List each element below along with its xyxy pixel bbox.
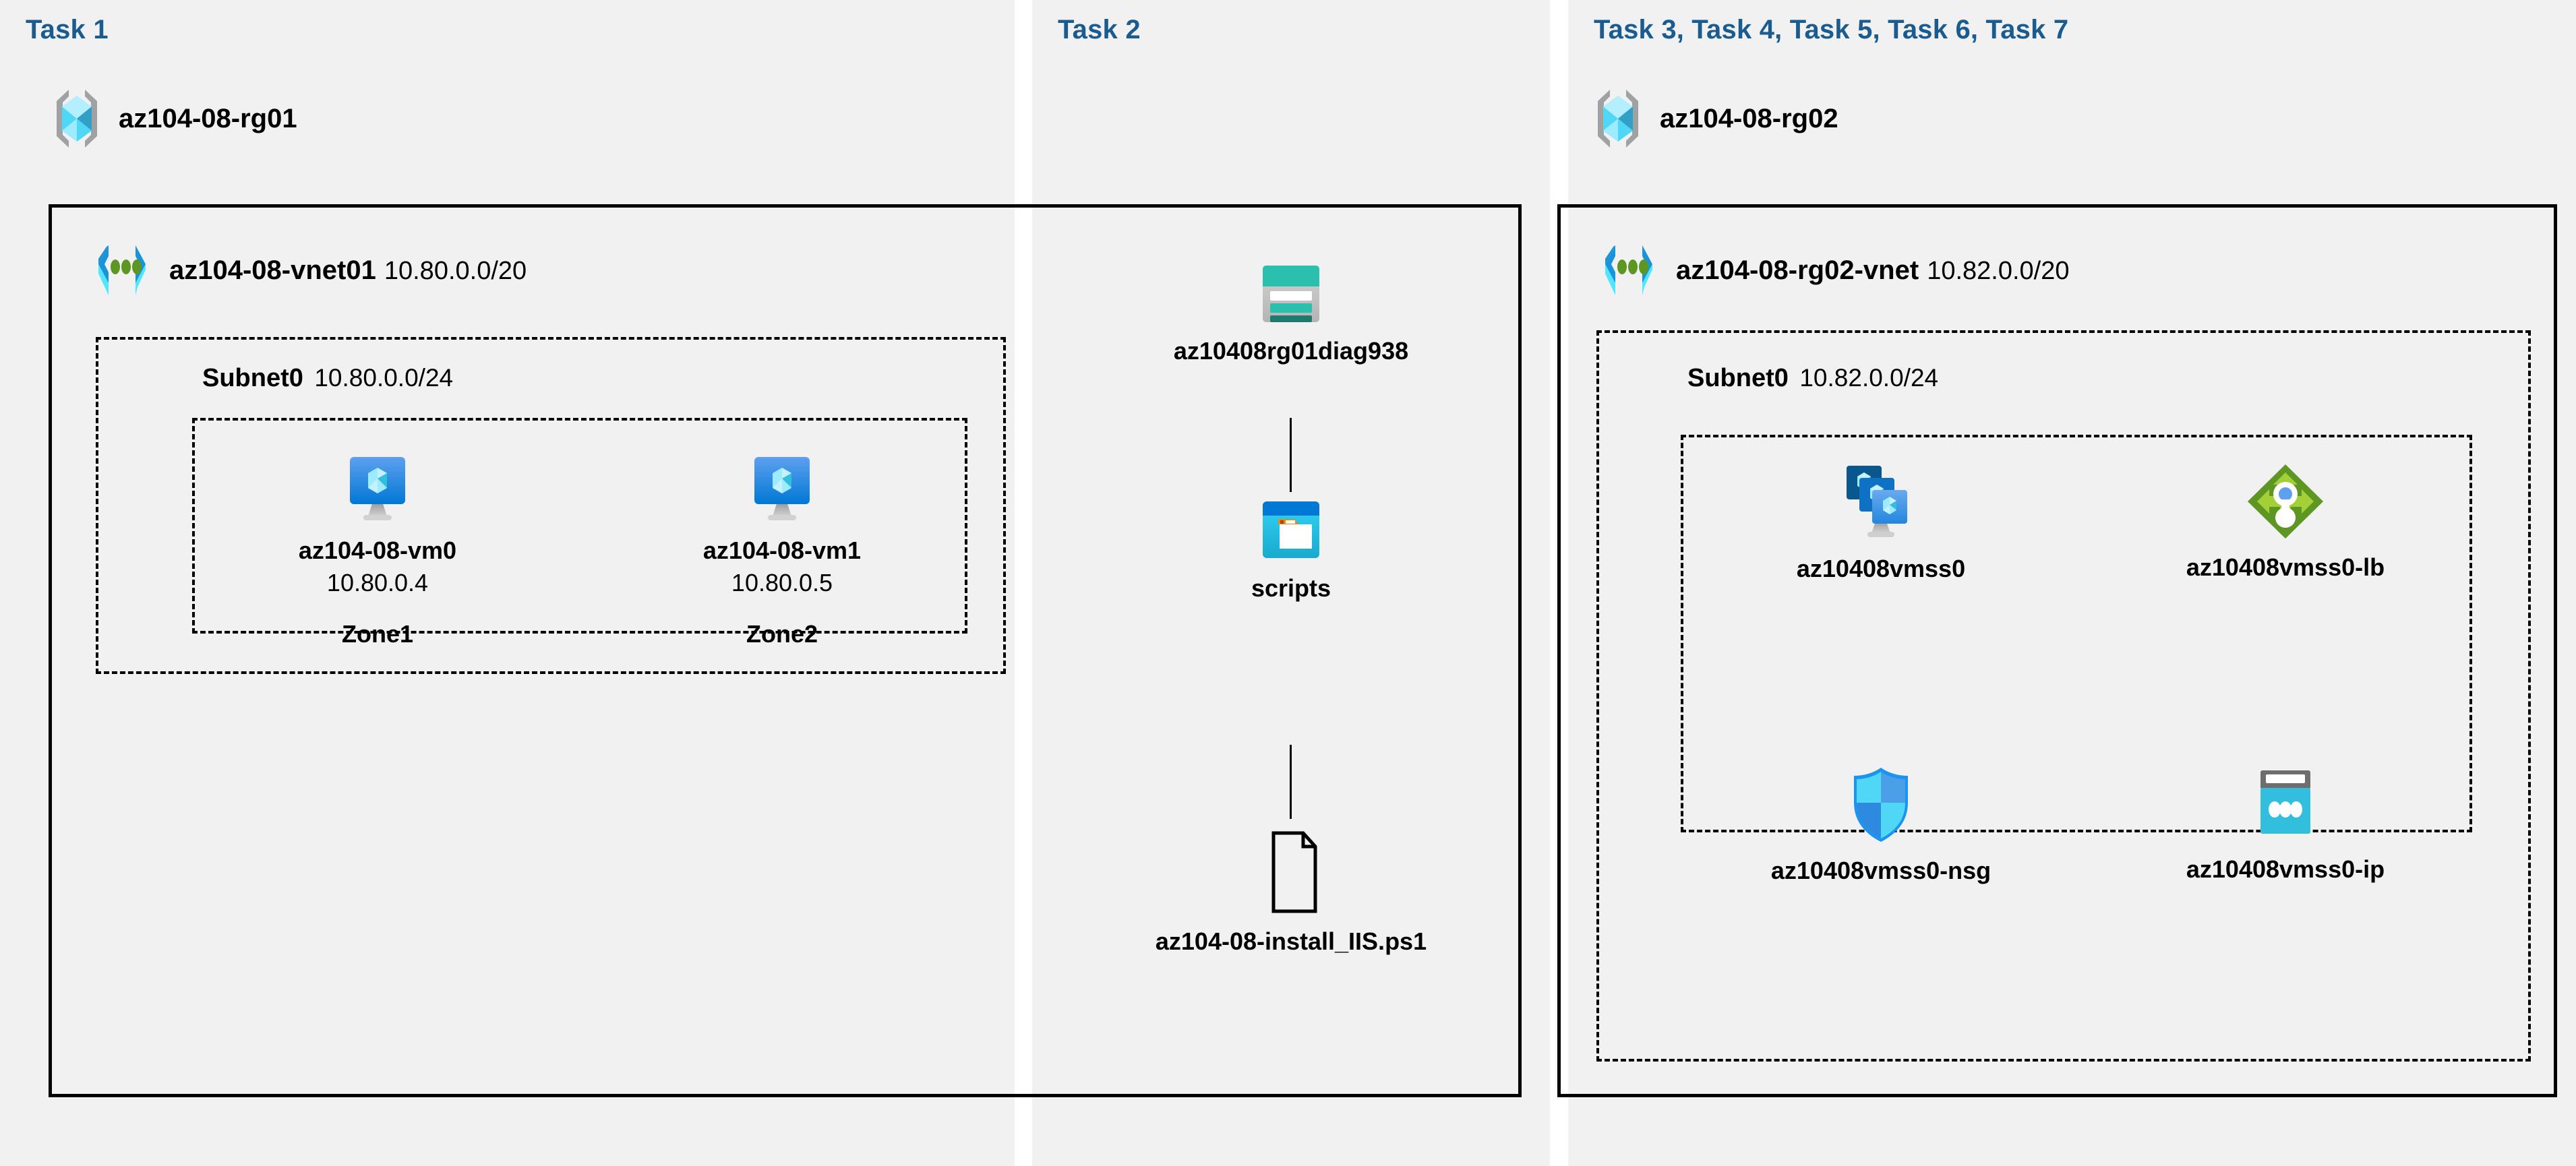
subnet-header-vnet01: Subnet0 10.80.0.0/24 bbox=[202, 364, 453, 393]
vnet-name: az104-08-vnet01 bbox=[169, 255, 376, 285]
panel-task2 bbox=[1032, 0, 1550, 1166]
resource-group-rg02[interactable]: az104-08-rg02 bbox=[1594, 88, 1838, 150]
virtual-machine-icon bbox=[746, 453, 818, 524]
storage-account-node[interactable]: az10408rg01diag938 bbox=[1173, 263, 1409, 365]
script-file-node[interactable]: az104-08-install_IIS.ps1 bbox=[1146, 829, 1436, 956]
storage-account-label: az10408rg01diag938 bbox=[1173, 337, 1409, 365]
vnet-boundary-vnet01 bbox=[49, 204, 1522, 1097]
vnet-header-vnet01[interactable]: az104-08-vnet01 10.80.0.0/20 bbox=[91, 243, 527, 298]
task-label-1: Task 1 bbox=[26, 15, 109, 44]
panel-task3to7 bbox=[1568, 0, 2576, 1166]
script-file-label: az104-08-install_IIS.ps1 bbox=[1155, 927, 1427, 955]
resource-group-icon bbox=[1594, 88, 1642, 150]
storage-account-icon bbox=[1259, 263, 1323, 325]
vnet-cidr: 10.80.0.0/20 bbox=[384, 256, 527, 285]
virtual-machine-icon bbox=[342, 453, 413, 524]
vm-scale-set-icon bbox=[1842, 462, 1920, 543]
subnet-cidr: 10.82.0.0/24 bbox=[1799, 364, 1939, 392]
vmss-label: az10408vmss0 bbox=[1796, 555, 1966, 582]
subnet-boundary-vnet01-subnet0 bbox=[96, 337, 1006, 674]
public-ip-node[interactable]: az10408vmss0-ip bbox=[2151, 765, 2420, 884]
vnet-name: az104-08-rg02-vnet bbox=[1676, 255, 1919, 285]
blob-container-icon bbox=[1259, 499, 1323, 562]
virtual-network-icon bbox=[1598, 243, 1660, 298]
resource-group-label: az104-08-rg01 bbox=[119, 103, 297, 133]
vm-name: az104-08-vm0 bbox=[298, 536, 457, 564]
connector-storage-to-container bbox=[1290, 418, 1292, 492]
subnet-header-rg02: Subnet0 10.82.0.0/24 bbox=[1687, 364, 1938, 393]
vm-zone: Zone1 bbox=[341, 620, 413, 648]
virtual-network-icon bbox=[91, 243, 153, 298]
vm-ip: 10.80.0.4 bbox=[326, 569, 429, 596]
resource-group-inner-boundary bbox=[1681, 435, 2472, 832]
public-ip-label: az10408vmss0-ip bbox=[2186, 855, 2385, 883]
vm-zone: Zone2 bbox=[746, 620, 818, 648]
subnet-boundary-rg02-subnet0 bbox=[1596, 330, 2531, 1062]
network-security-group-icon bbox=[1847, 765, 1915, 845]
vmss-node[interactable]: az10408vmss0 bbox=[1746, 462, 2016, 583]
connector-container-to-file bbox=[1290, 745, 1292, 819]
resource-group-rg01[interactable]: az104-08-rg01 bbox=[53, 88, 297, 150]
vm-ip: 10.80.0.5 bbox=[731, 569, 833, 596]
load-balancer-icon bbox=[2245, 462, 2326, 541]
nsg-node[interactable]: az10408vmss0-nsg bbox=[1746, 765, 2016, 885]
blob-container-node[interactable]: scripts bbox=[1173, 499, 1409, 603]
resource-group-icon bbox=[53, 88, 101, 150]
file-icon bbox=[1259, 829, 1323, 915]
nsg-label: az10408vmss0-nsg bbox=[1770, 857, 1991, 884]
resource-group-label: az104-08-rg02 bbox=[1660, 103, 1838, 133]
subnet-name: Subnet0 bbox=[1687, 364, 1789, 392]
load-balancer-label: az10408vmss0-lb bbox=[2186, 553, 2385, 581]
vm-name: az104-08-vm1 bbox=[702, 536, 862, 564]
panel-task1 bbox=[0, 0, 1015, 1166]
subnet-cidr: 10.80.0.0/24 bbox=[314, 364, 454, 392]
vnet-boundary-rg02-vnet bbox=[1557, 204, 2557, 1097]
task-label-2: Task 2 bbox=[1058, 15, 1141, 44]
vm-node-1[interactable]: az104-08-vm1 10.80.0.5 Zone2 bbox=[674, 453, 890, 648]
vnet-header-rg02-vnet[interactable]: az104-08-rg02-vnet 10.82.0.0/20 bbox=[1598, 243, 2070, 298]
task-label-3to7: Task 3, Task 4, Task 5, Task 6, Task 7 bbox=[1594, 15, 2069, 44]
subnet-name: Subnet0 bbox=[202, 364, 303, 392]
zone-group-boundary bbox=[192, 418, 967, 634]
public-ip-address-icon bbox=[2251, 765, 2320, 843]
blob-container-label: scripts bbox=[1251, 574, 1331, 602]
vnet-cidr: 10.82.0.0/20 bbox=[1927, 256, 2070, 285]
load-balancer-node[interactable]: az10408vmss0-lb bbox=[2151, 462, 2420, 582]
vm-node-0[interactable]: az104-08-vm0 10.80.0.4 Zone1 bbox=[270, 453, 485, 648]
